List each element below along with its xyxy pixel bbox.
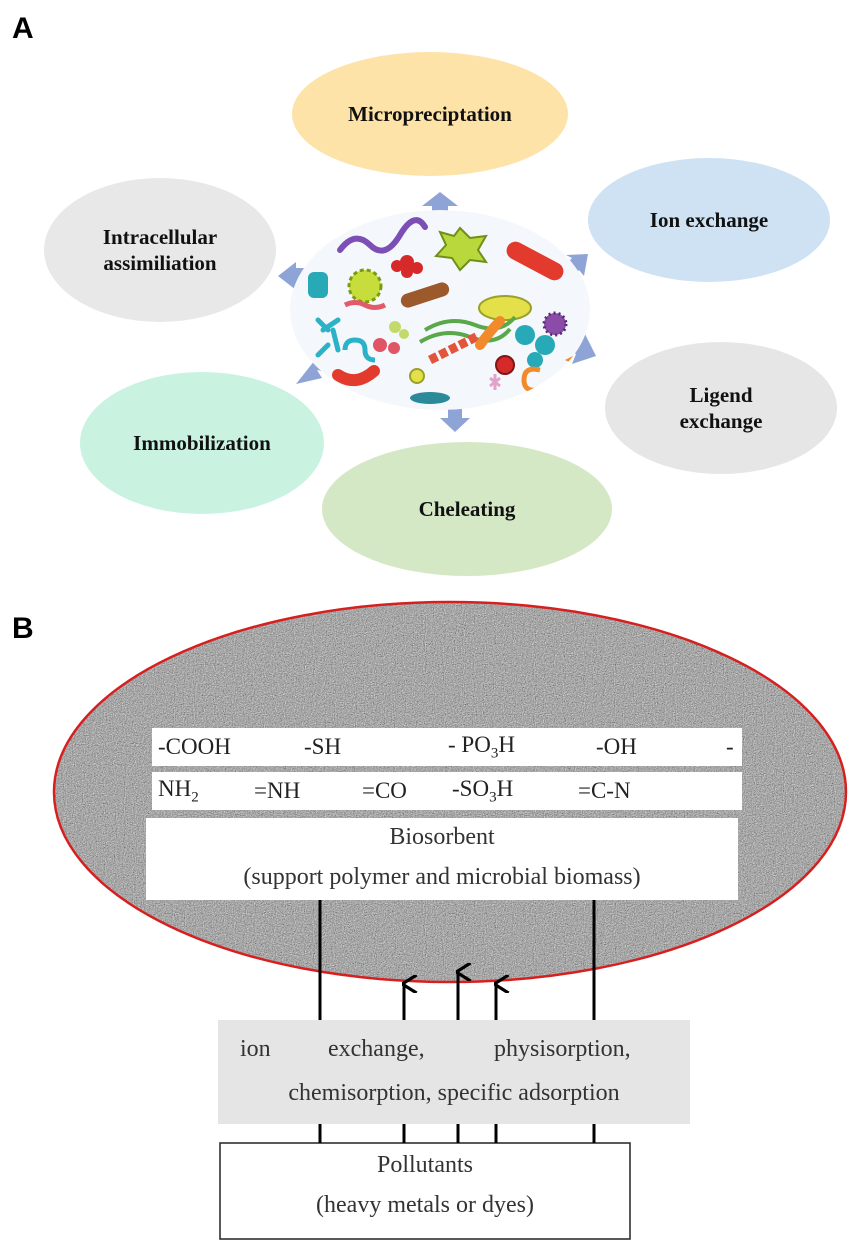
process-line2: chemisorption, specific adsorption <box>288 1080 620 1106</box>
biosorbent-subtitle: (support polymer and microbial biomass) <box>243 864 641 890</box>
pollutants-title: Pollutants <box>376 1152 473 1178</box>
label-intracellular-line1: Intracellular <box>102 224 218 249</box>
process-word-ion: ion <box>240 1036 271 1062</box>
arrow-bottom <box>440 405 470 432</box>
process-text: ion exchange, physisorption, chemisorpti… <box>218 1020 690 1124</box>
group-nh2: NH2 <box>158 775 199 806</box>
process-word-exchange: exchange, <box>328 1036 425 1062</box>
group-po3h: - PO3H <box>448 731 515 762</box>
arrow-top <box>422 192 458 218</box>
biosorbent-title: Biosorbent <box>389 824 495 850</box>
functional-groups-row2: NH2 =NH =CO -SO3H =C-N <box>152 772 742 810</box>
label-ion-exchange: Ion exchange <box>649 207 769 232</box>
process-word-physisorption: physisorption, <box>494 1036 631 1062</box>
ellipse-immobilization: Immobilization <box>80 372 324 514</box>
label-cheleating: Cheleating <box>418 496 516 521</box>
label-ligend-line1: Ligend <box>689 382 753 407</box>
group-co: =CO <box>362 778 407 803</box>
ellipse-ligend-exchange: Ligend exchange <box>605 342 837 474</box>
group-cn: =C-N <box>578 778 631 803</box>
group-nh: =NH <box>254 778 301 803</box>
functional-groups-row1: -COOH -SH - PO3H -OH - <box>152 728 742 766</box>
group-dash: - <box>726 734 734 759</box>
microbe-cluster-icon <box>290 210 590 410</box>
ellipse-micropreciptation: Micropreciptation <box>292 52 568 176</box>
ellipse-intracellular-assimiliation: Intracellular assimiliation <box>44 178 276 322</box>
panel-a-graphics <box>278 192 596 432</box>
panel-a-letter: A <box>12 12 34 45</box>
ellipse-ion-exchange: Ion exchange <box>588 158 830 282</box>
label-immobilization: Immobilization <box>133 430 271 455</box>
label-ligend-line2: exchange <box>679 409 763 433</box>
biosorbent-label-box: Biosorbent (support polymer and microbia… <box>146 818 738 900</box>
label-intracellular-line2: assimiliation <box>103 251 217 275</box>
pollutants-subtitle: (heavy metals or dyes) <box>316 1192 534 1218</box>
group-sh: -SH <box>304 734 342 759</box>
group-so3h: -SO3H <box>452 775 514 806</box>
label-micropreciptation: Micropreciptation <box>348 101 512 126</box>
group-oh: -OH <box>596 734 637 759</box>
panel-b-letter: B <box>12 612 34 645</box>
ellipse-cheleating: Cheleating <box>322 442 612 576</box>
group-cooh: -COOH <box>158 734 231 759</box>
